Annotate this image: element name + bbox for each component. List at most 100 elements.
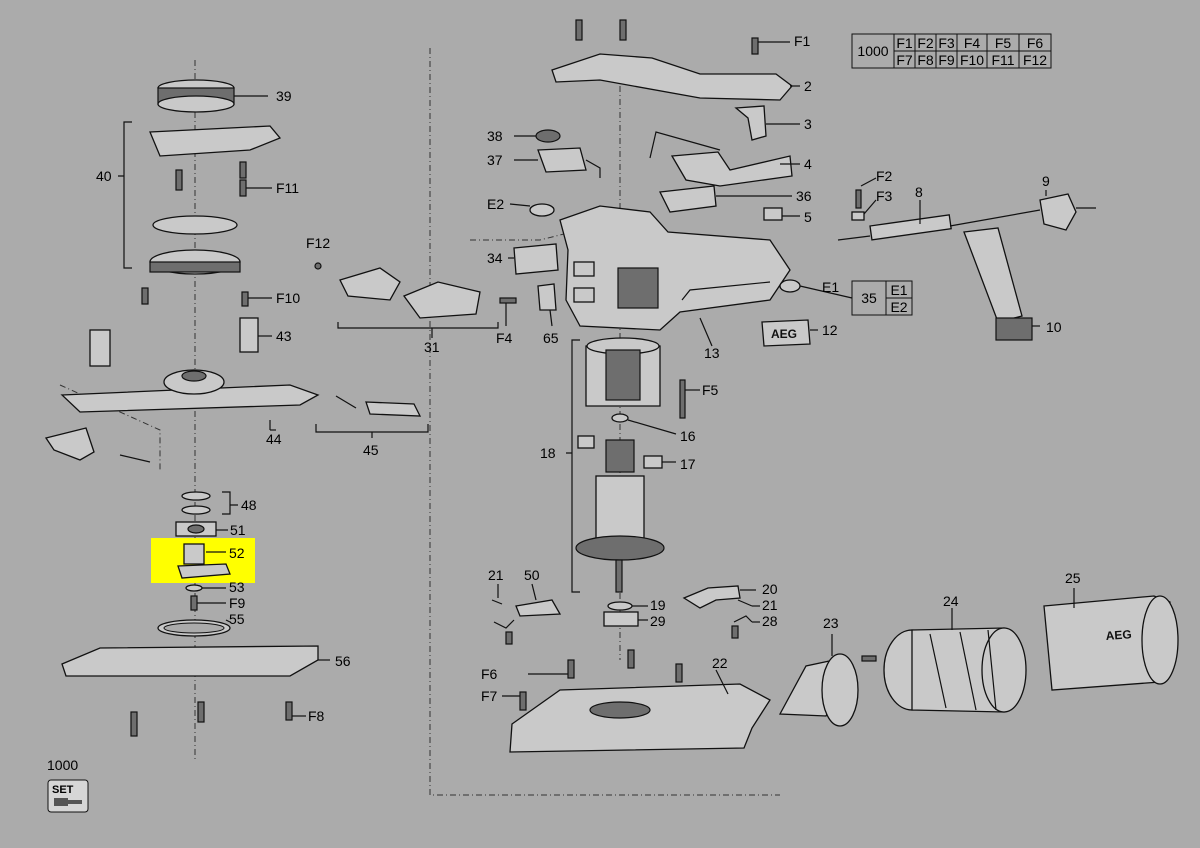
table-cell-label: F9	[938, 52, 955, 68]
part-2-top-cover	[551, 19, 800, 101]
fastener-f7: F7	[481, 688, 498, 704]
fastener-e2: E2	[487, 196, 504, 212]
screw-f9	[190, 595, 226, 611]
part-12-badge: AEG	[761, 319, 818, 347]
part-53-washer	[185, 584, 226, 592]
part-36	[659, 185, 792, 213]
part-17	[643, 455, 676, 469]
legend-set-label: SET	[52, 784, 74, 796]
part-39-ring	[157, 79, 268, 113]
part-24-filter-cage	[883, 608, 1027, 713]
part-28-clip	[493, 619, 515, 645]
table-cell-label: F4	[964, 35, 981, 51]
table-cell-label: F11	[991, 52, 1014, 68]
callout-24: 24	[943, 593, 959, 609]
callout-45: 45	[363, 442, 379, 458]
part-20	[682, 585, 756, 609]
part-31	[314, 262, 499, 338]
table-cell-label: F2	[917, 35, 934, 51]
part-5	[763, 207, 800, 221]
part-19	[607, 601, 648, 611]
callout-44: 44	[266, 431, 282, 447]
part-18-stator	[585, 337, 661, 407]
fastener-f10: F10	[276, 290, 300, 306]
part-10-cord	[963, 227, 1040, 341]
callout-34: 34	[487, 250, 503, 266]
part-22-base	[502, 649, 771, 753]
callout-9: 9	[1042, 173, 1050, 189]
part-48-washer	[181, 505, 211, 515]
part-9-plug	[1039, 190, 1096, 231]
callout-38: 38	[487, 128, 503, 144]
part-51-bearing	[175, 521, 228, 537]
part-28	[731, 615, 760, 639]
fastener-f4: F4	[496, 330, 513, 346]
screw-small	[861, 655, 877, 662]
part-43-blocks	[89, 317, 272, 367]
part-f2-f3	[851, 177, 877, 221]
callout-23: 23	[823, 615, 839, 631]
callout-22: 22	[712, 655, 728, 671]
aeg-badge-text: AEG	[771, 327, 797, 341]
part-21-pin-right	[737, 599, 760, 607]
fasteners-left	[141, 287, 272, 307]
part-45	[335, 395, 422, 417]
table-cell-label: F8	[917, 52, 934, 68]
part-8-cable	[837, 200, 1041, 241]
callout-28: 28	[762, 613, 778, 629]
e-code-table: 35 E1 E2	[799, 280, 913, 316]
table-cell-label: F12	[1023, 52, 1047, 68]
fastener-f6: F6	[481, 666, 498, 682]
part-armature	[575, 439, 665, 593]
bracket-48	[222, 491, 238, 515]
fastener-f2: F2	[876, 168, 893, 184]
part-37	[514, 147, 601, 178]
callout-19: 19	[650, 597, 666, 613]
bracket-40	[118, 121, 132, 269]
table-cell-label: F5	[995, 35, 1012, 51]
callout-36: 36	[796, 188, 812, 204]
e-table-row1: E1	[890, 282, 907, 298]
bracket-18	[566, 339, 580, 593]
callout-18: 18	[540, 445, 556, 461]
part-13-housing	[559, 205, 791, 347]
aeg-tube-text: AEG	[1105, 627, 1132, 643]
centerline	[59, 384, 161, 470]
callout-37: 37	[487, 152, 503, 168]
part-40-cover	[149, 125, 282, 275]
callout-5: 5	[804, 209, 812, 225]
callout-52: 52	[229, 545, 245, 561]
part-48-washer	[181, 491, 211, 501]
bracket-45	[315, 424, 429, 438]
callout-3: 3	[804, 116, 812, 132]
callout-16: 16	[680, 428, 696, 444]
part-56-pad	[61, 645, 330, 737]
part-50	[515, 583, 562, 617]
callout-40: 40	[96, 168, 112, 184]
callout-29: 29	[650, 613, 666, 629]
callout-25: 25	[1065, 570, 1081, 586]
part-16	[611, 413, 677, 435]
legend-set: 1000 SET	[47, 757, 89, 813]
callout-65: 65	[543, 330, 559, 346]
callout-53: 53	[229, 579, 245, 595]
callout-21-right: 21	[762, 597, 778, 613]
e-table-row2: E2	[890, 299, 907, 315]
callout-labels: 2 3 4 5 8 9 10 12 13 16 17 18 19 20 21 2…	[96, 33, 1081, 724]
part-38-gear	[514, 129, 561, 143]
part-52-eccentric	[177, 543, 231, 579]
callout-43: 43	[276, 328, 292, 344]
part-29	[603, 611, 648, 627]
centerline	[429, 48, 780, 796]
callout-10: 10	[1046, 319, 1062, 335]
fastener-f8: F8	[308, 708, 325, 724]
part-65	[537, 283, 557, 327]
part-4-switch	[649, 131, 800, 187]
table-cell-label: F7	[896, 52, 913, 68]
table-cell-label: F6	[1027, 35, 1044, 51]
table-cell-label: F1	[896, 35, 913, 51]
fastener-f12: F12	[306, 235, 330, 251]
screw-f4	[499, 297, 517, 326]
